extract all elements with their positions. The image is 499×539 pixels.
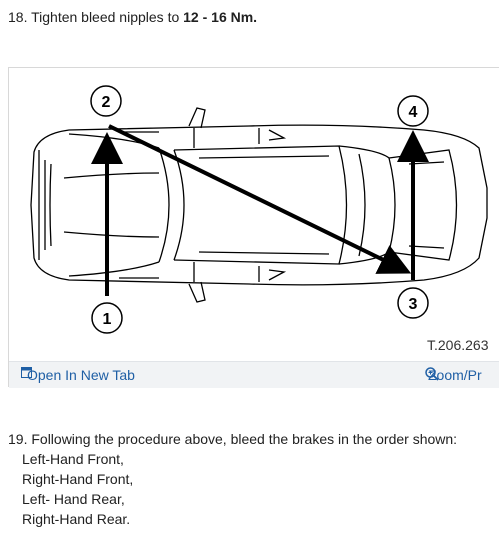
callout-3: 3 [397,287,429,319]
step-18-text: 18. Tighten bleed nipples to 12 - 16 Nm. [8,8,257,26]
bleed-order-item: Right-Hand Front, [22,471,134,487]
figure-caption: T.206.263 [427,337,489,353]
zoom-link[interactable]: Zoom/Pr [425,367,482,383]
diagram-figure: 1 2 3 4 T.206.263 Open In New Tab Zoom/P… [8,67,499,388]
zoom-label: Zoom/Pr [428,367,482,383]
svg-text:2: 2 [102,94,111,111]
bleed-order-item: Right-Hand Rear. [22,511,131,527]
bleed-order-item: Left-Hand Front, [22,451,124,467]
callout-1: 1 [91,302,123,334]
svg-text:4: 4 [409,104,418,121]
callout-4: 4 [397,95,429,127]
step-18-prefix: 18. Tighten bleed nipples to [8,9,184,25]
step-19-intro: 19. Following the procedure above, bleed… [8,431,458,447]
figure-toolbar: Open In New Tab Zoom/Pr [9,361,499,388]
svg-text:3: 3 [409,296,418,313]
svg-text:1: 1 [103,311,112,328]
car-bleed-diagram: 1 2 3 4 [30,85,488,334]
car-outline [30,107,488,303]
arrow-2-to-3 [108,124,412,274]
torque-value: 12 - 16 Nm. [183,9,258,25]
bleed-arrows [91,124,429,296]
step-19-text: 19. Following the procedure above, bleed… [8,429,457,529]
open-tab-label: Open In New Tab [27,367,135,383]
bleed-order-item: Left- Hand Rear, [22,491,125,507]
open-in-new-tab-link[interactable]: Open In New Tab [21,367,135,383]
callout-2: 2 [90,85,122,117]
